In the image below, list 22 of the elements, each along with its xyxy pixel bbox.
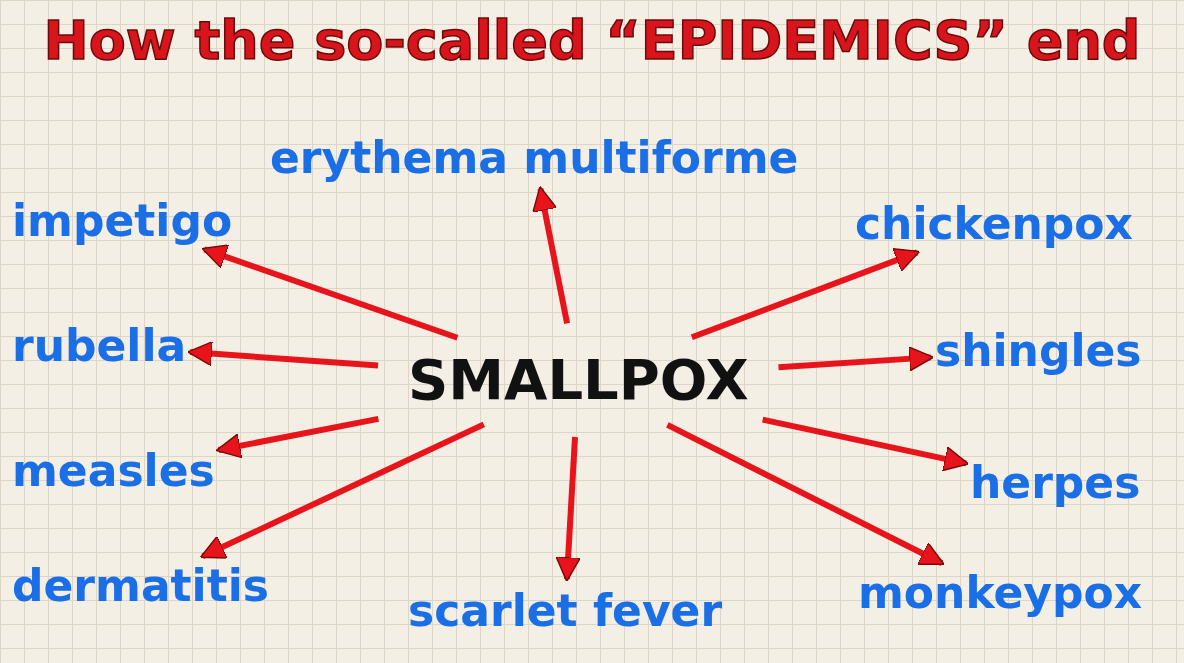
central-label: SMALLPOX	[400, 345, 757, 415]
arrow	[532, 185, 571, 324]
disease-label: dermatitis	[12, 558, 269, 613]
arrow	[201, 244, 459, 341]
disease-label: shingles	[935, 323, 1142, 378]
disease-label: chickenpox	[855, 196, 1133, 251]
arrow	[199, 421, 486, 559]
arrow	[215, 415, 379, 459]
disease-label: scarlet fever	[408, 583, 723, 638]
arrow	[187, 340, 379, 369]
disease-label: measles	[12, 443, 215, 498]
arrow	[690, 248, 921, 341]
disease-label: herpes	[970, 455, 1141, 510]
arrow	[762, 416, 970, 472]
title: How the so-called “EPIDEMICS” end	[42, 14, 1142, 68]
disease-label: rubella	[12, 318, 187, 373]
arrow	[666, 422, 945, 566]
disease-label: erythema multiforme	[270, 130, 799, 185]
arrow	[778, 346, 935, 372]
arrow	[555, 436, 581, 583]
disease-label: monkeypox	[858, 565, 1143, 620]
disease-label: impetigo	[12, 193, 233, 248]
